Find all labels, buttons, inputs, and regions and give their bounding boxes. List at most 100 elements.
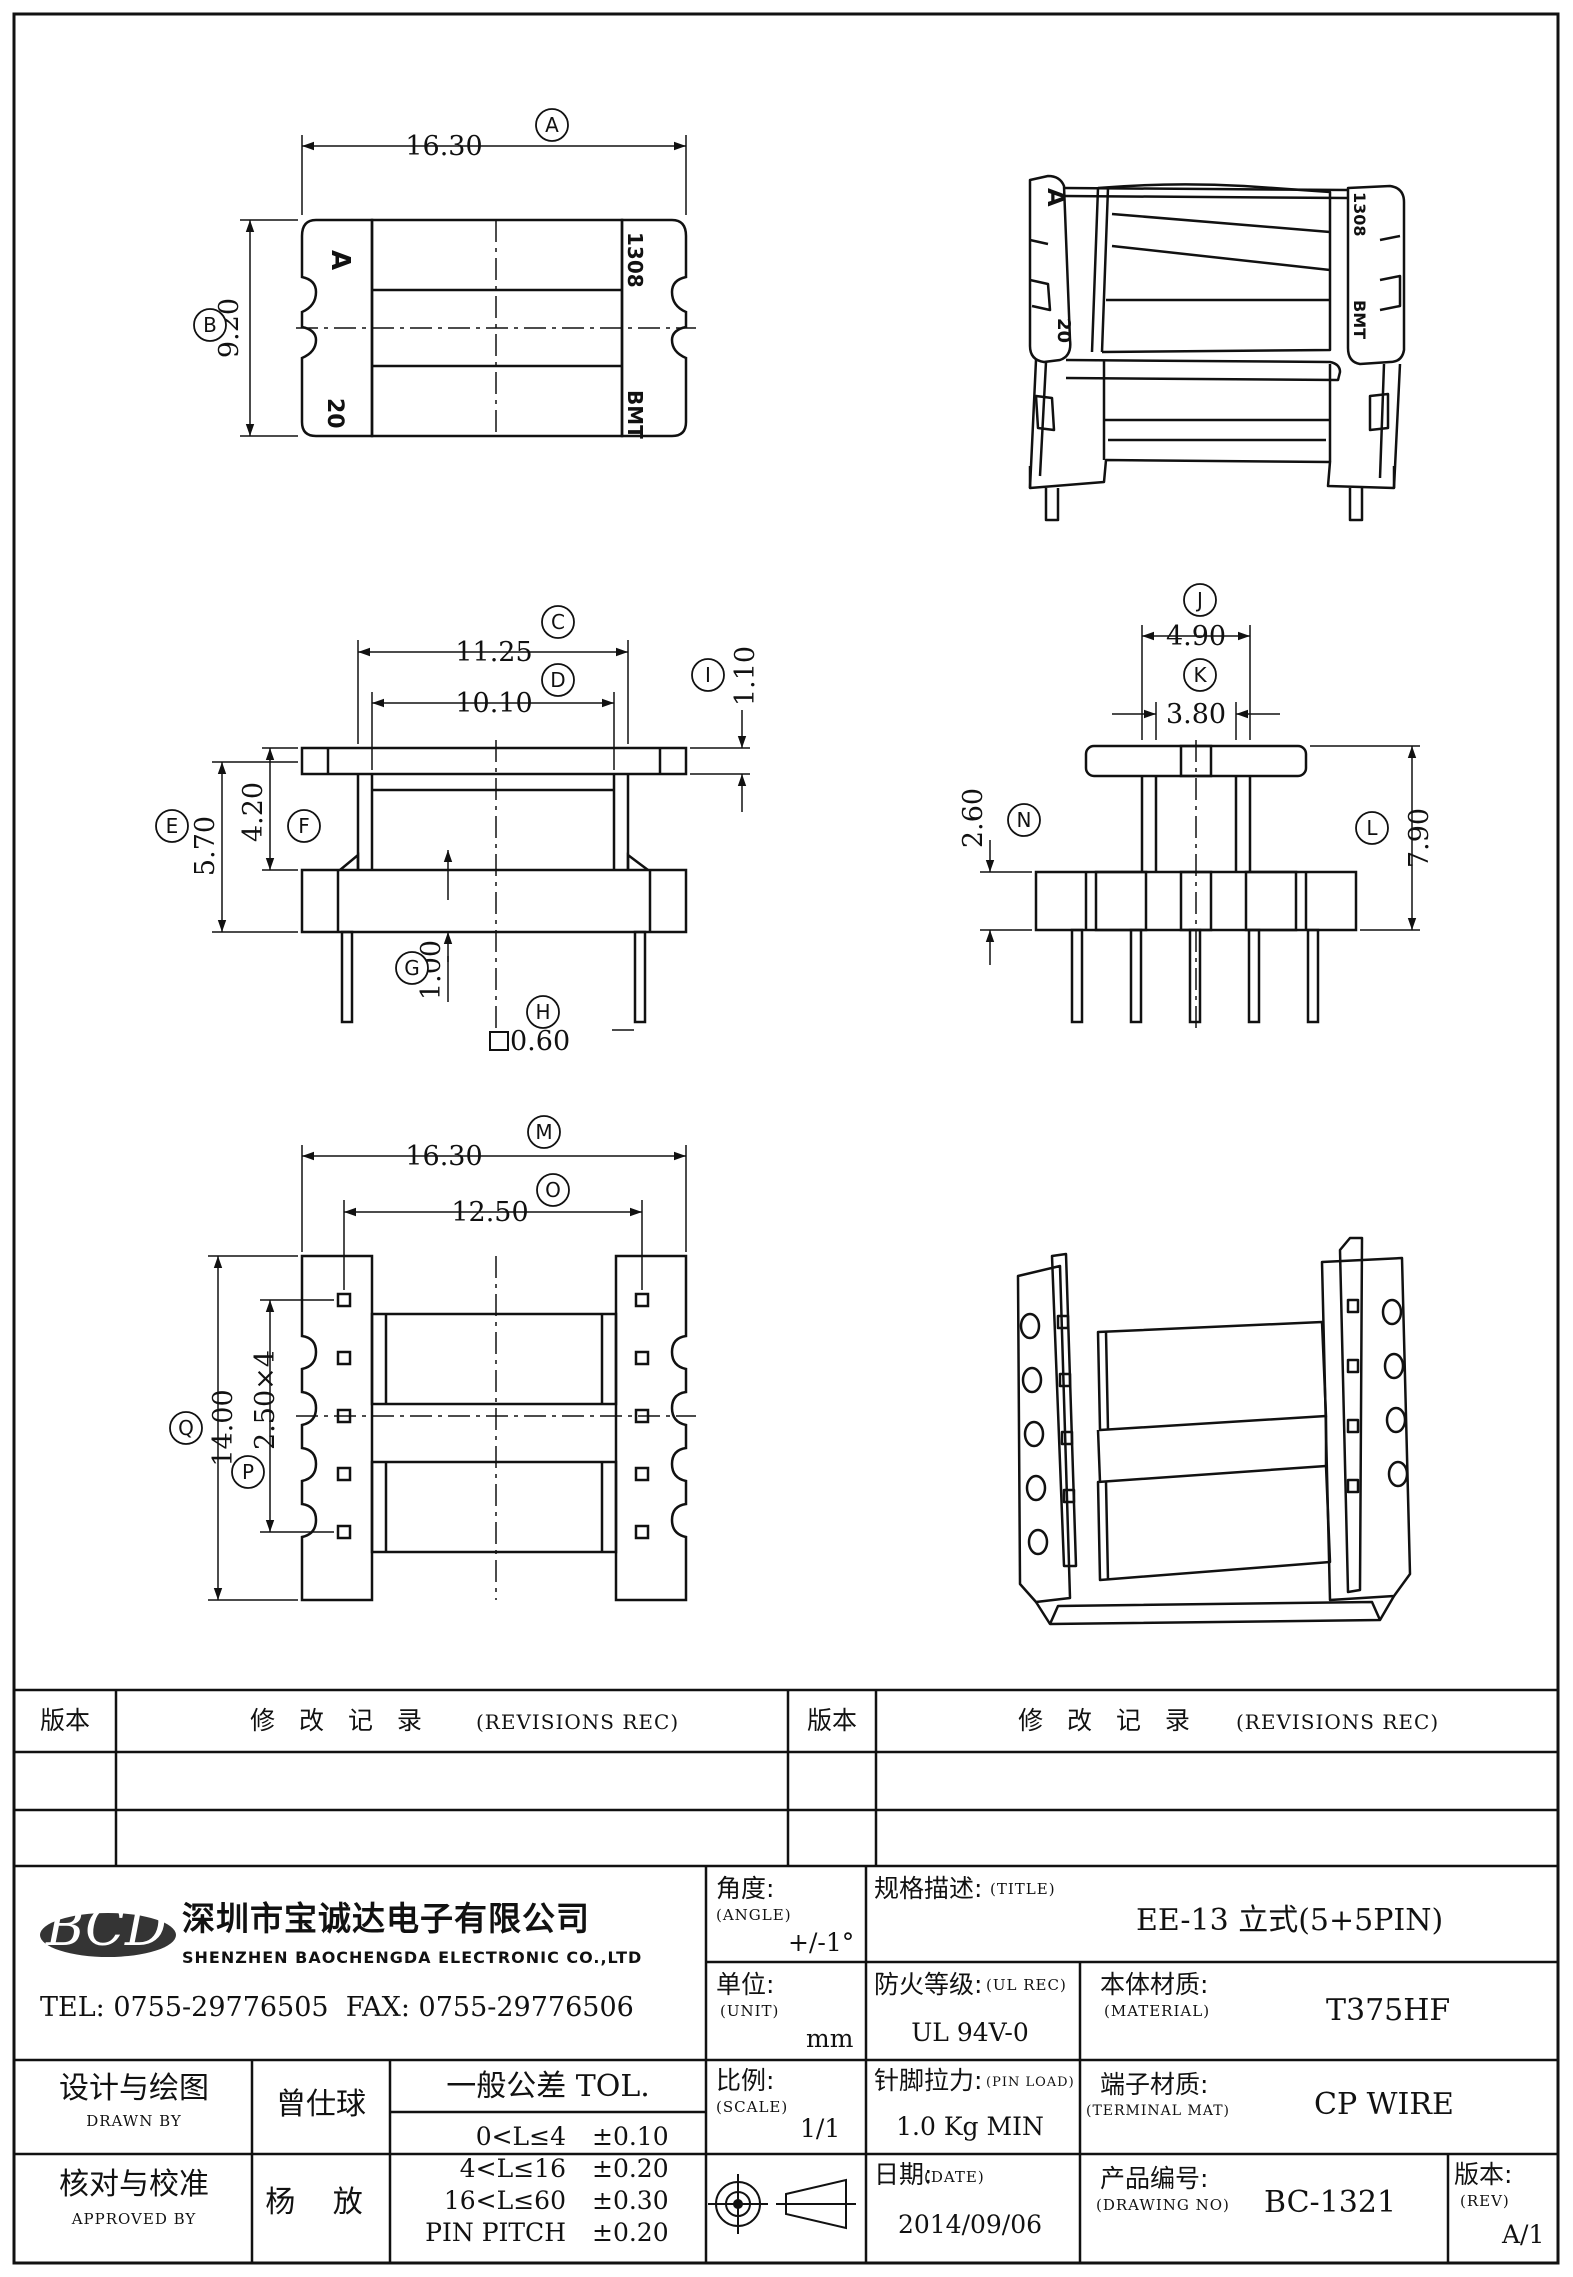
- tol-range-2: 4<L≤16: [459, 2154, 566, 2183]
- callouts: [155, 108, 1389, 1489]
- callout-e-letter: E: [166, 814, 179, 838]
- tol-range-1: 0<L≤4: [475, 2122, 566, 2151]
- drawn-name: 曾仕球: [276, 2087, 366, 2122]
- side-view: [1034, 740, 1358, 1030]
- callout-q-circle: [169, 1411, 203, 1445]
- callout-j-letter: J: [1195, 588, 1203, 612]
- company-contact: TEL: 0755-29776505 FAX: 0755-29776506: [40, 1992, 634, 2023]
- rev-rec-en-left: (REVISIONS REC): [476, 1710, 680, 1734]
- rev-rec-label-left: 修 改 记 录: [250, 1706, 430, 1735]
- dim-i-value: 1.10: [730, 646, 761, 706]
- date-label: 日期:: [874, 2160, 933, 2189]
- tol-value-4: ±0.20: [592, 2218, 669, 2247]
- top-view-dims: [240, 135, 687, 437]
- callout-d-circle: [541, 663, 575, 697]
- part-mark-code: 1308: [623, 232, 647, 288]
- angle-en: (ANGLE): [716, 1906, 792, 1924]
- callout-m-letter: M: [535, 1120, 552, 1144]
- tol-value-1: ±0.10: [592, 2122, 669, 2151]
- title-value: EE-13 立式(5+5PIN): [1136, 1903, 1444, 1938]
- callout-f-circle: [287, 809, 321, 843]
- callout-m-circle: [527, 1115, 561, 1149]
- callout-b-letter: B: [203, 313, 217, 337]
- dim-e-value: 5.70: [190, 816, 221, 876]
- callout-q-letter: Q: [178, 1416, 194, 1440]
- pin-load-value: 1.0 Kg MIN: [896, 2112, 1044, 2141]
- dim-k-value: 3.80: [1166, 699, 1226, 730]
- company-name-en: SHENZHEN BAOCHENGDA ELECTRONIC CO.,LTD: [182, 1948, 643, 1967]
- ul-value: UL 94V-0: [911, 2018, 1029, 2047]
- callout-e-circle: [155, 809, 189, 843]
- callout-l-circle: [1355, 811, 1389, 845]
- dim-h-value: 0.60: [510, 1026, 570, 1057]
- rev-ver-label-right: 版本: [806, 1706, 858, 1735]
- iso-mark-brand: BMT: [1350, 300, 1369, 339]
- bottom-view: [296, 1254, 696, 1602]
- rev-label: 版本:: [1454, 2160, 1513, 2189]
- scale-en: (SCALE): [716, 2098, 789, 2116]
- projection-symbol: [708, 2174, 856, 2234]
- scale-label: 比例:: [716, 2066, 775, 2095]
- side-view-dims: [980, 625, 1420, 965]
- tol-value-2: ±0.20: [592, 2154, 669, 2183]
- callout-o-letter: O: [545, 1178, 561, 1202]
- rev-rec-en-right: (REVISIONS REC): [1236, 1710, 1440, 1734]
- terminal-label: 端子材质:: [1100, 2070, 1209, 2099]
- ul-label: 防火等级:: [874, 1970, 983, 1999]
- square-pin-symbol: [489, 1031, 509, 1051]
- unit-value: mm: [806, 2024, 854, 2053]
- iso-mark-num: 20: [1053, 318, 1074, 343]
- callout-k-letter: K: [1193, 663, 1207, 687]
- dim-d-value: 10.10: [455, 688, 532, 719]
- callout-c-letter: C: [551, 610, 565, 634]
- company-name-cn: 深圳市宝诚达电子有限公司: [182, 1899, 590, 1938]
- callout-j-circle: [1183, 583, 1217, 617]
- date-en: (DATE): [924, 2168, 985, 2186]
- part-mark-letter: A: [325, 250, 355, 270]
- dim-f-value: 4.20: [238, 782, 269, 842]
- callout-g-letter: G: [404, 956, 420, 980]
- top-view: [296, 218, 696, 438]
- callout-n-letter: N: [1017, 808, 1032, 832]
- sheet-border: [12, 12, 1560, 2265]
- callout-h-circle: [526, 995, 560, 1029]
- title-en: (TITLE): [990, 1880, 1056, 1898]
- part-mark-brand: BMT: [623, 390, 647, 439]
- callout-letters: A B C D E F G H I J K L M N O P Q: [166, 113, 1379, 1484]
- callout-k-circle: [1183, 658, 1217, 692]
- approved-name: 杨 放: [265, 2185, 377, 2220]
- dim-j-value: 4.90: [1166, 621, 1226, 652]
- iso-mark-letter: A: [1042, 188, 1070, 207]
- terminal-en: (TERMINAL MAT): [1086, 2103, 1231, 2119]
- callout-d-letter: D: [550, 668, 565, 692]
- rev-value: A/1: [1502, 2220, 1545, 2249]
- title-block-grid: [14, 1688, 1558, 2263]
- callout-i-letter: I: [705, 663, 711, 687]
- bottom-view-dims: [208, 1145, 687, 1601]
- isometric-view-top: [1028, 174, 1406, 522]
- dim-l-value: 7.90: [1404, 808, 1435, 868]
- rev-ver-label-left: 版本: [39, 1706, 91, 1735]
- company-logo: BCD: [46, 1898, 167, 1958]
- callout-b-circle: [193, 308, 227, 342]
- tol-range-4: PIN PITCH: [425, 2218, 566, 2247]
- dim-m-value: 16.30: [405, 1141, 482, 1172]
- front-view-dims: [212, 640, 750, 1031]
- tolerance-title: 一般公差 TOL.: [446, 2069, 650, 2104]
- callout-c-circle: [541, 605, 575, 639]
- callout-g-circle: [395, 951, 429, 985]
- callout-o-circle: [536, 1173, 570, 1207]
- pin-load-en: (PIN LOAD): [986, 2075, 1075, 2090]
- dim-p-value: 2.50×4: [250, 1350, 281, 1450]
- iso-mark-code: 1308: [1350, 192, 1369, 237]
- unit-en: (UNIT): [720, 2002, 780, 2020]
- approved-label: 核对与校准: [59, 2167, 209, 2202]
- tol-value-3: ±0.30: [592, 2186, 669, 2215]
- tol-range-3: 16<L≤60: [443, 2186, 566, 2215]
- drawn-en: DRAWN BY: [86, 2112, 182, 2130]
- terminal-value: CP WIRE: [1314, 2087, 1454, 2122]
- callout-h-letter: H: [535, 1000, 550, 1024]
- isometric-view-bottom: [1016, 1236, 1412, 1626]
- drawing-no-en: (DRAWING NO): [1096, 2196, 1230, 2214]
